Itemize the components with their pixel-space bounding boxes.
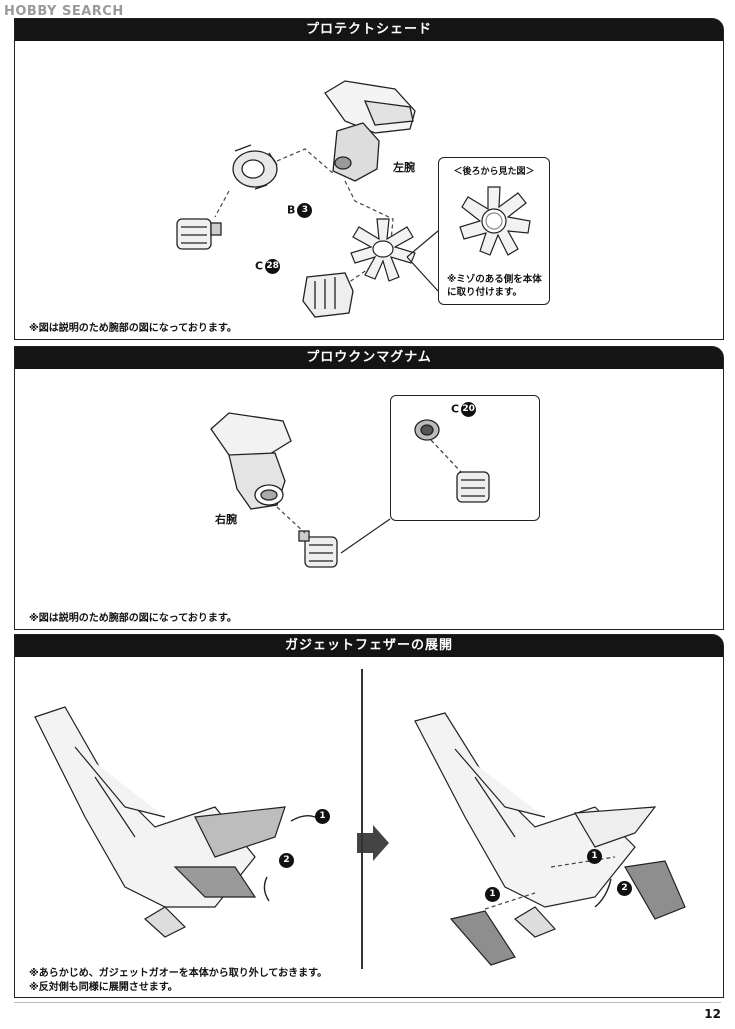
rear-view-star-shade [459, 186, 531, 256]
page-footer-line [14, 1002, 721, 1003]
section-gadget-feather: ガジェットフェザーの展開 1 2 [14, 634, 724, 998]
step-badge-2: 2 [279, 853, 294, 868]
step-badge-1-right-lower: 1 [485, 887, 500, 902]
inset-rear-view: ＜後ろから見た図＞ ※ミゾのある側を本体に取り付けます。 [438, 157, 550, 305]
step-badge-1: 1 [315, 809, 330, 824]
panel-divider [361, 669, 363, 969]
section-notes: ※あらかじめ、ガジェットガオーを本体から取り外しておきます。 ※反対側も同様に展… [29, 967, 327, 995]
section-title-bar: ガジェットフェザーの展開 [15, 635, 723, 657]
step-badge-1-right: 1 [587, 849, 602, 864]
section-note: ※図は説明のため腕部の図になっております。 [29, 613, 237, 624]
section-title-bar: プロテクトシェード [15, 19, 723, 41]
note-line-2: ※反対側も同様に展開させます。 [29, 982, 178, 993]
broken-magnum-illustration [210, 412, 391, 568]
gadget-feather-illustration [34, 706, 686, 966]
page-number: 12 [704, 1007, 721, 1021]
label-right-arm: 右腕 [215, 513, 237, 526]
note-line-1: ※あらかじめ、ガジェットガオーを本体から取り外しておきます。 [29, 968, 328, 979]
protect-shade-illustration [176, 80, 439, 318]
watermark: HOBBY SEARCH [4, 4, 124, 19]
section-title-bar: プロウクンマグナム [15, 347, 723, 369]
section-protect-shade: プロテクトシェード [14, 18, 724, 340]
label-left-arm: 左腕 [393, 161, 415, 174]
step-badge-2-right: 2 [617, 881, 632, 896]
inset-caption: ＜後ろから見た図＞ [453, 167, 535, 177]
magnum-detail-illustration [414, 419, 490, 503]
inset-note: ※ミゾのある側を本体に取り付けます。 [447, 274, 542, 298]
section-note: ※図は説明のため腕部の図になっております。 [29, 323, 237, 334]
